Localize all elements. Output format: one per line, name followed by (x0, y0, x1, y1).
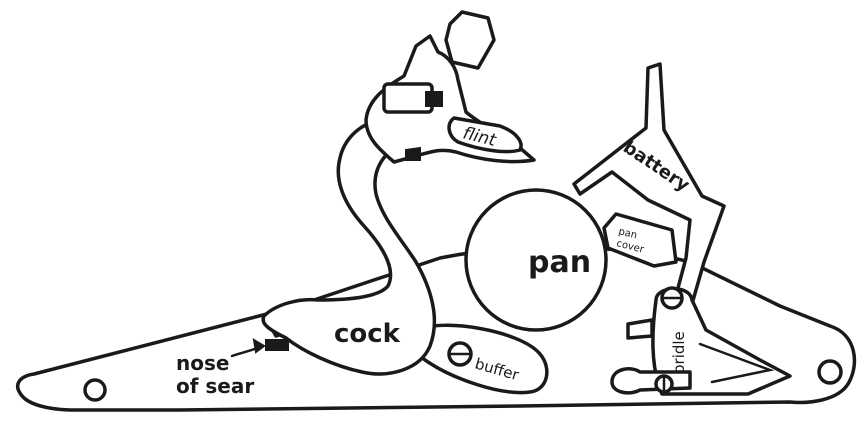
label-bridle: bridle (670, 331, 688, 374)
jaw-clamp-slot (426, 92, 442, 106)
label-nose-of-sear-line1: nose (176, 351, 229, 375)
label-nose-of-sear-line2: of sear (176, 374, 254, 398)
jaw-lower-lip (406, 148, 420, 160)
label-cock: cock (334, 319, 401, 349)
screw-hole-right (819, 361, 841, 383)
jaw-clamp (384, 84, 432, 112)
nose-of-sear (266, 340, 288, 350)
screw-hole-left (85, 380, 105, 400)
spring-clip (628, 320, 652, 338)
top-jaw-screw (446, 12, 494, 68)
label-pan: pan (528, 245, 591, 280)
